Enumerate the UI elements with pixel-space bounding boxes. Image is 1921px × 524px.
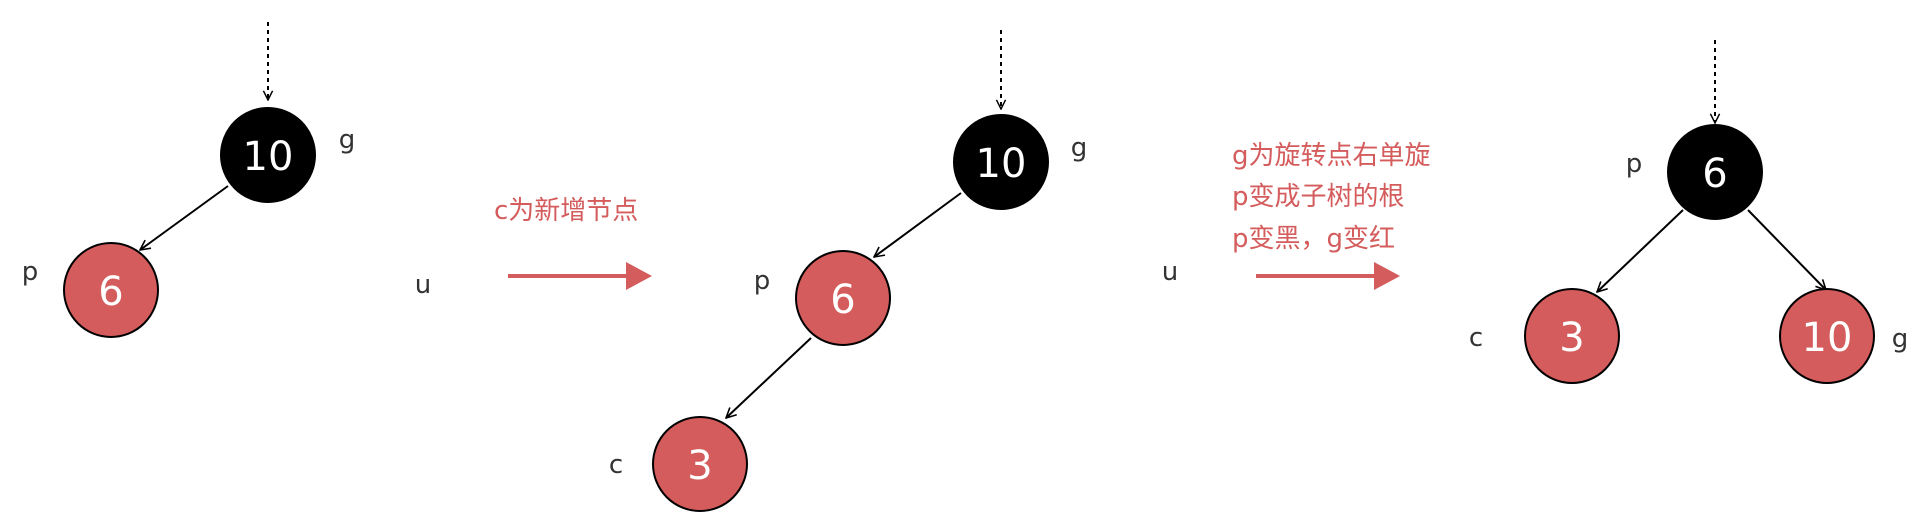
- node-p: 6: [1667, 124, 1763, 220]
- node-g-label: g: [1892, 324, 1909, 354]
- edge-p-to-c: [1597, 209, 1684, 292]
- transition1-line-1: c为新增节点: [494, 196, 638, 226]
- node-g-label: g: [339, 125, 356, 155]
- transition2-line-2: p变成子树的根: [1232, 182, 1405, 212]
- node-g-value: 10: [976, 141, 1027, 187]
- edge-p-to-g: [1747, 209, 1826, 290]
- node-p-label: p: [1626, 149, 1643, 179]
- node-g-label: g: [1071, 133, 1088, 163]
- transition2: g为旋转点右单旋 p变成子树的根 p变黑，g变红: [1232, 141, 1431, 290]
- node-g: 10: [1779, 288, 1875, 384]
- transition2-line-3: p变黑，g变红: [1232, 224, 1395, 254]
- node-p-value: 6: [830, 277, 855, 323]
- node-g: 10: [220, 107, 316, 203]
- node-g-value: 10: [243, 134, 294, 180]
- node-c-value: 3: [1559, 315, 1584, 361]
- node-p-label: p: [754, 266, 771, 296]
- node-g: 10: [953, 114, 1049, 210]
- edge-p-to-c: [726, 337, 812, 418]
- transition2-arrow-head: [1374, 262, 1400, 290]
- node-c: 3: [1524, 288, 1620, 384]
- node-p-value: 6: [1702, 151, 1727, 197]
- node-c-label: c: [1469, 323, 1483, 353]
- node-p-label: p: [22, 257, 39, 287]
- transition2-line-1: g为旋转点右单旋: [1232, 141, 1431, 171]
- edge-g-to-p: [140, 185, 229, 250]
- stage2: 10 g 6 p 3 c u: [609, 30, 1178, 512]
- stage1: 10 g 6 p u: [22, 22, 431, 338]
- node-g-value: 10: [1802, 315, 1853, 361]
- node-p: 6: [795, 250, 891, 346]
- transition1: c为新增节点: [494, 196, 652, 290]
- node-c-label: c: [609, 450, 623, 480]
- uncle-label: u: [1162, 257, 1178, 287]
- node-c: 3: [652, 416, 748, 512]
- stage3: 6 p 3 c 10 g: [1469, 40, 1909, 384]
- node-p: 6: [63, 242, 159, 338]
- node-c-value: 3: [687, 443, 712, 489]
- uncle-label: u: [415, 270, 431, 300]
- node-p-value: 6: [98, 269, 123, 315]
- edge-g-to-p: [874, 192, 962, 257]
- transition1-arrow-head: [626, 262, 652, 290]
